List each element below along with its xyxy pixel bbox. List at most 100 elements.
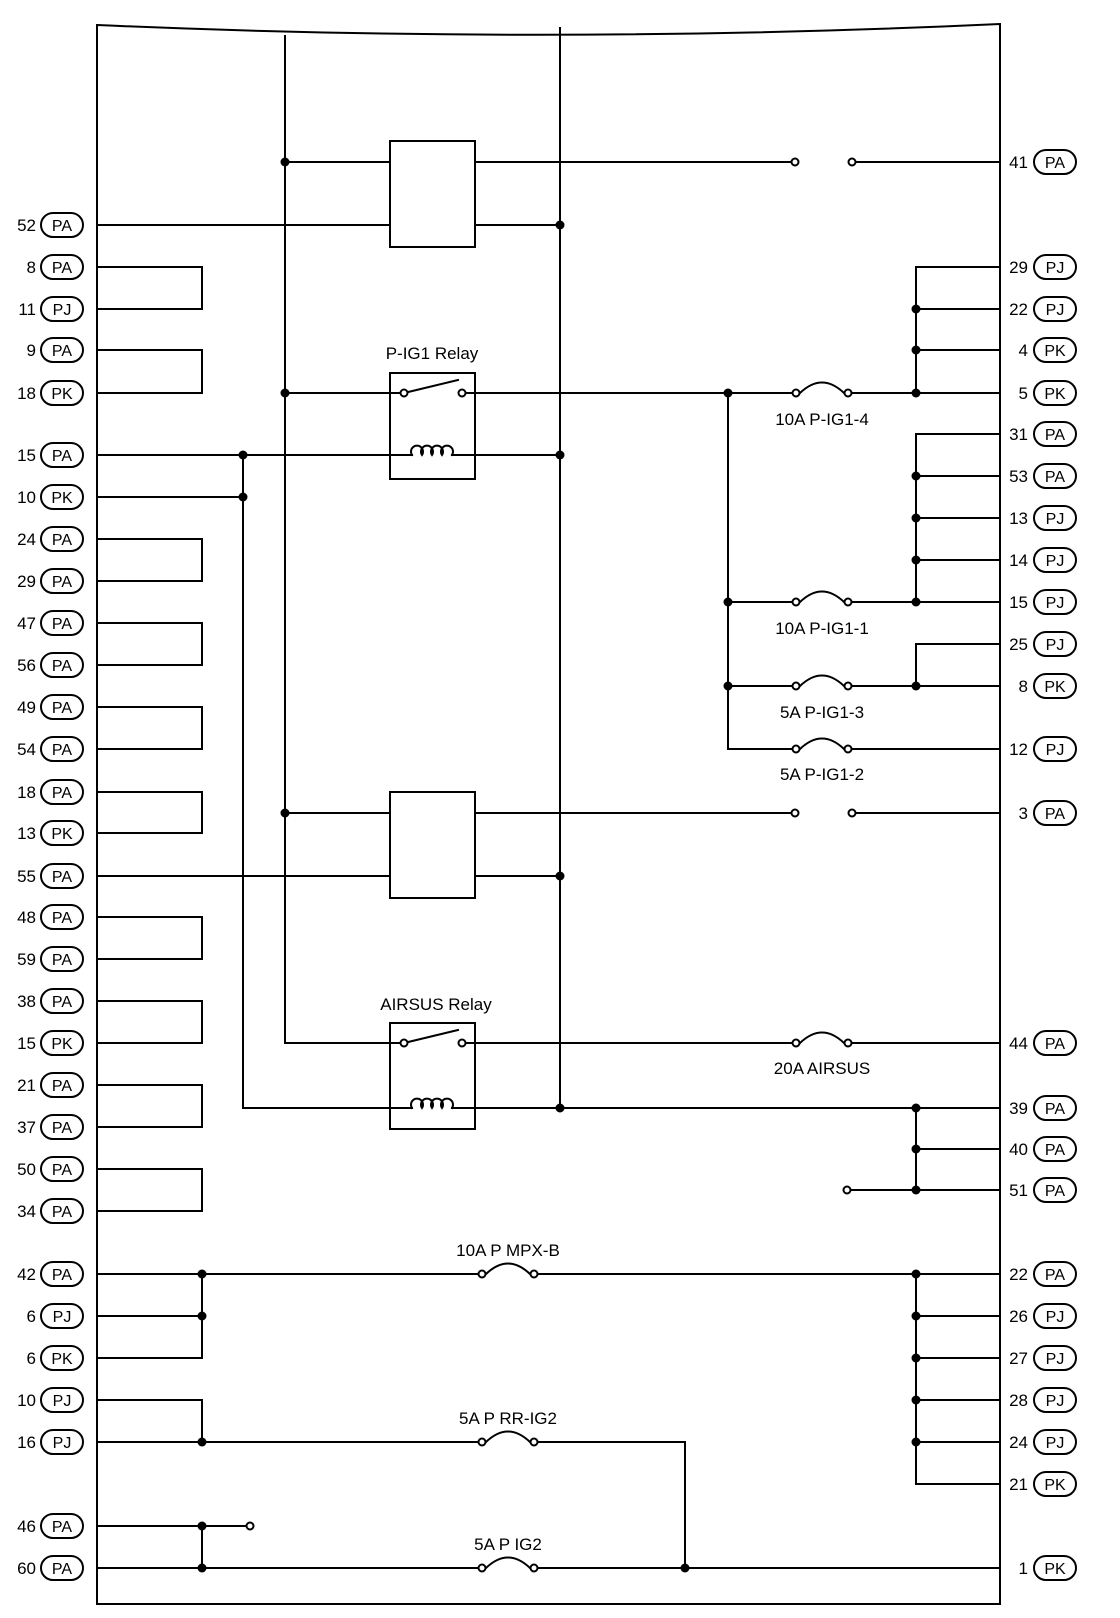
pin-number: 6	[27, 1307, 36, 1326]
connector-code: PJ	[53, 1393, 72, 1410]
connector-badge	[1033, 673, 1077, 699]
pin-number: 28	[1009, 1391, 1028, 1410]
connector-badge	[1033, 1555, 1077, 1581]
fuse-label: 20A AIRSUS	[774, 1059, 870, 1078]
pin-number: 54	[17, 740, 36, 759]
connector-code: PA	[52, 700, 72, 717]
pin-number: 8	[27, 258, 36, 277]
connector-badge	[1033, 380, 1077, 406]
pin-number: 46	[17, 1517, 36, 1536]
right-pin-28-pj: 28 PJ	[1009, 1387, 1077, 1413]
connector-badge	[1033, 254, 1077, 280]
right-pin-12-pj: 12 PJ	[1009, 736, 1077, 762]
connector-code: PA	[1045, 469, 1065, 486]
connector-badge	[40, 1198, 84, 1224]
pin-number: 12	[1009, 740, 1028, 759]
connector-code: PA	[52, 1267, 72, 1284]
pin-number: 6	[27, 1349, 36, 1368]
pin-number: 42	[17, 1265, 36, 1284]
connector-code: PA	[52, 616, 72, 633]
pin-number: 18	[17, 384, 36, 403]
connector-badge	[1033, 463, 1077, 489]
pin-number: 59	[17, 950, 36, 969]
connector-code: PA	[52, 785, 72, 802]
connector-badge	[40, 484, 84, 510]
airsus-relay	[389, 1022, 476, 1130]
pin-number: 47	[17, 614, 36, 633]
connector-badge	[1033, 800, 1077, 826]
connector-code: PK	[51, 826, 73, 843]
connector-code: PJ	[1046, 1351, 1065, 1368]
connector-code: PJ	[1046, 1393, 1065, 1410]
connector-code: PJ	[1046, 1435, 1065, 1452]
connector-badge	[1033, 547, 1077, 573]
connector-badge	[40, 694, 84, 720]
pin-number: 41	[1009, 153, 1028, 172]
pin-number: 8	[1019, 677, 1028, 696]
connector-badge	[1033, 1471, 1077, 1497]
connector-badge	[40, 1555, 84, 1581]
connector-badge	[40, 1387, 84, 1413]
connector-code: PA	[52, 1120, 72, 1137]
left-pin-42-pa: 42 PA	[17, 1261, 84, 1287]
pin-number: 48	[17, 908, 36, 927]
connector-badge	[40, 988, 84, 1014]
connector-badge	[40, 526, 84, 552]
connector-badge	[40, 1030, 84, 1056]
pin-number: 27	[1009, 1349, 1028, 1368]
connector-badge	[40, 1114, 84, 1140]
connector-code: PA	[52, 1204, 72, 1221]
pin-number: 13	[1009, 509, 1028, 528]
connector-badge	[40, 568, 84, 594]
fuse-ig1-2	[791, 737, 853, 754]
pin-number: 14	[1009, 551, 1028, 570]
fuse-ig1-4	[791, 381, 853, 398]
connector-badge	[40, 904, 84, 930]
connector-code: PA	[52, 260, 72, 277]
left-pin-8-pa: 8 PA	[27, 254, 84, 280]
pin-number: 29	[17, 572, 36, 591]
fuse-label: 5A P IG2	[474, 1535, 542, 1554]
pin-number: 56	[17, 656, 36, 675]
connector-code: PJ	[1046, 260, 1065, 277]
connector-badge	[40, 820, 84, 846]
pin-number: 10	[17, 488, 36, 507]
connector-badge	[40, 1072, 84, 1098]
connector-badge	[40, 254, 84, 280]
connector-badge	[40, 442, 84, 468]
connector-code: PK	[1044, 1561, 1066, 1578]
connector-badge	[1033, 1429, 1077, 1455]
connector-badge	[40, 779, 84, 805]
fuse-label: 5A P-IG1-2	[780, 765, 864, 784]
connector-code: PA	[1045, 1101, 1065, 1118]
connector-code: PA	[52, 1162, 72, 1179]
connector-badge	[40, 1261, 84, 1287]
connector-code: PJ	[1046, 742, 1065, 759]
fuse-label: 5A P RR-IG2	[459, 1409, 557, 1428]
control-box-upper	[389, 140, 476, 248]
pin-number: 18	[17, 783, 36, 802]
connector-code: PK	[1044, 1477, 1066, 1494]
connector-code: PA	[52, 910, 72, 927]
